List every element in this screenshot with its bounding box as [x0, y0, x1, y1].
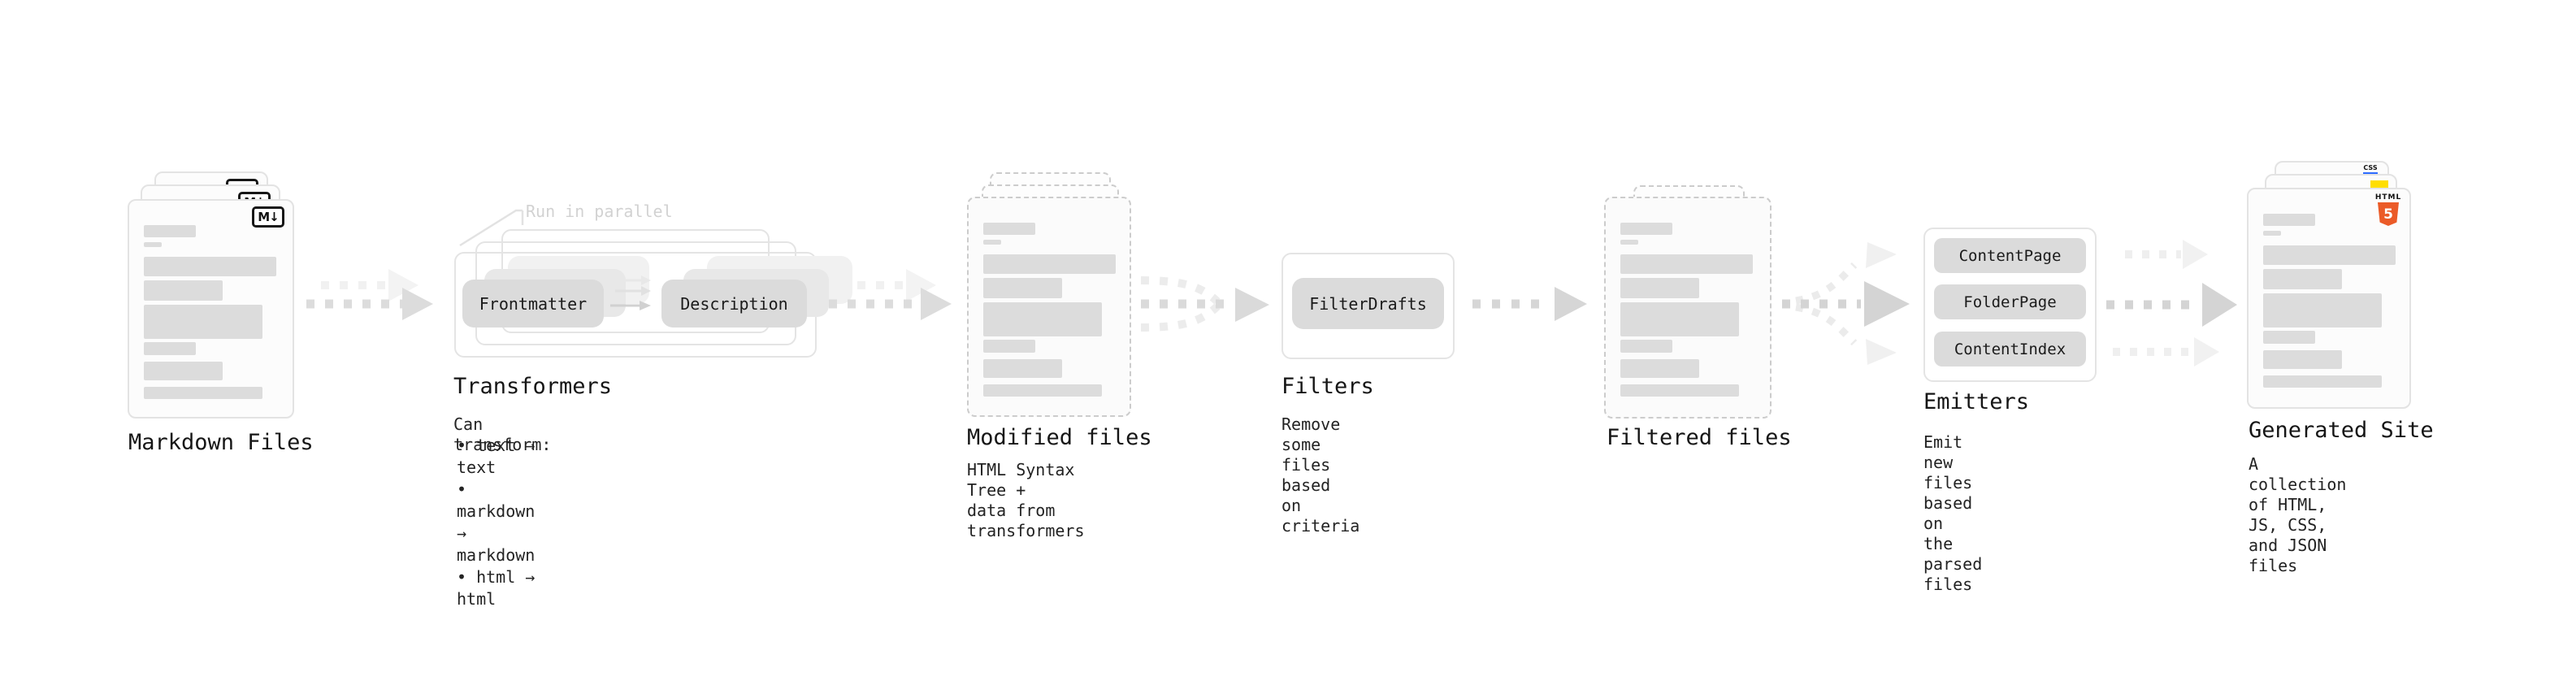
frontmatter-pill: Frontmatter	[462, 280, 604, 327]
emitters-caption: Emit new files based on the parsed files	[1923, 432, 1983, 594]
skeleton-text-bar	[144, 257, 276, 276]
skeleton-text-bar	[2263, 331, 2315, 344]
generated-site-label: Generated Site	[2249, 418, 2434, 443]
skeleton-text-bar	[1620, 223, 1672, 235]
skeleton-text-bar	[1620, 384, 1739, 397]
skeleton-text-bar	[2263, 245, 2396, 265]
filters-caption: Remove some files based on criteria	[1281, 414, 1360, 536]
skeleton-text-bar	[983, 278, 1062, 298]
skeleton-text-bar	[2263, 269, 2342, 289]
bullet-item: markdown → markdown	[457, 479, 535, 566]
folderpage-pill: FolderPage	[1934, 284, 2086, 319]
skeleton-text-bar	[1620, 240, 1638, 245]
markdown-files-label: Markdown Files	[128, 430, 314, 455]
arrow-split-filtered-to-emitters	[1782, 242, 1910, 365]
emitters-label: Emitters	[1923, 389, 2030, 414]
contentindex-pill: ContentIndex	[1934, 332, 2086, 367]
arrow-markdown-to-transformers	[306, 269, 433, 320]
modified-file-card-front	[967, 197, 1131, 417]
css-icon-underline	[2363, 172, 2378, 175]
markdown-icon: M↓	[252, 206, 284, 228]
skeleton-text-bar	[2263, 375, 2382, 388]
arrows-emitters-to-generated-site	[2106, 240, 2237, 367]
css-icon: CSS	[2360, 165, 2381, 175]
skeleton-text-bar	[1620, 302, 1739, 336]
bullet-item: text → text	[457, 435, 535, 479]
skeleton-text-bar	[983, 302, 1102, 336]
description-pill: Description	[661, 280, 807, 327]
skeleton-text-bar	[144, 225, 196, 237]
skeleton-text-bar	[2263, 214, 2315, 226]
run-in-parallel-annotation: Run in parallel	[526, 202, 673, 221]
skeleton-text-bar	[983, 240, 1001, 245]
skeleton-text-bar	[983, 359, 1062, 378]
modified-files-caption: HTML Syntax Tree + data from transformer…	[967, 460, 1085, 540]
html5-shield: 5	[2378, 202, 2399, 226]
skeleton-text-bar	[144, 342, 196, 355]
html5-wordmark: HTML	[2374, 193, 2402, 202]
markdown-file-card-front: M↓	[128, 199, 294, 419]
filtered-file-card-front	[1604, 197, 1772, 419]
arrow-filters-to-filtered-files	[1472, 287, 1587, 321]
skeleton-text-bar	[144, 242, 162, 247]
skeleton-text-bar	[144, 362, 223, 380]
skeleton-text-bar	[983, 254, 1116, 274]
skeleton-text-bar	[2263, 231, 2281, 236]
filterdrafts-pill: FilterDrafts	[1292, 278, 1444, 329]
html5-icon: HTML 5	[2374, 193, 2402, 226]
filtered-files-label: Filtered files	[1607, 425, 1792, 450]
skeleton-text-bar	[983, 223, 1035, 235]
skeleton-text-bar	[1620, 254, 1753, 274]
transformers-label: Transformers	[453, 374, 613, 399]
html5-numeral: 5	[2383, 206, 2393, 223]
skeleton-text-bar	[983, 340, 1035, 353]
skeleton-text-bar	[1620, 359, 1699, 378]
skeleton-text-bar	[2263, 350, 2342, 369]
filters-label: Filters	[1281, 374, 1374, 399]
modified-files-label: Modified files	[967, 425, 1152, 450]
arrow-merge-modified-to-filters	[1140, 276, 1269, 332]
skeleton-text-bar	[144, 280, 223, 301]
skeleton-text-bar	[144, 305, 262, 339]
transformers-bullet-list: text → text markdown → markdown html → h…	[457, 435, 535, 610]
generated-site-caption: A collection of HTML, JS, CSS, and JSON …	[2249, 454, 2347, 575]
css-wordmark: CSS	[2363, 164, 2378, 171]
skeleton-text-bar	[983, 384, 1102, 397]
bullet-item: html → html	[457, 566, 535, 610]
site-file-card-html: HTML 5	[2247, 188, 2411, 409]
contentpage-pill: ContentPage	[1934, 238, 2086, 273]
skeleton-text-bar	[1620, 340, 1672, 353]
skeleton-text-bar	[2263, 293, 2382, 327]
skeleton-text-bar	[144, 387, 262, 399]
skeleton-text-bar	[1620, 278, 1699, 298]
javascript-icon	[2370, 180, 2388, 189]
